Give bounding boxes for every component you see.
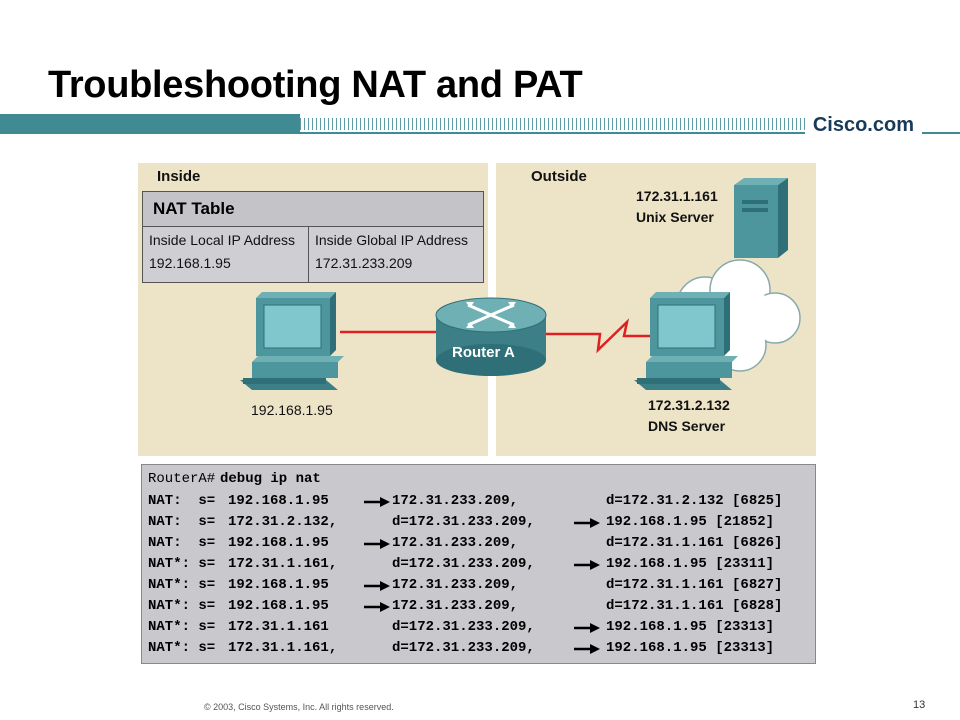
debug-line-destination: 192.168.1.95 [21852] [606,514,775,530]
debug-line-prefix: NAT: s= [148,535,224,551]
debug-line-destination: 192.168.1.95 [23311] [606,556,775,572]
copyright-footer: © 2003, Cisco Systems, Inc. All rights r… [204,702,394,712]
debug-arrow-icon [574,623,600,633]
debug-line-destination: d=172.31.2.132 [6825] [606,493,783,509]
debug-line-prefix: NAT: s= [148,493,224,509]
debug-line-source: 192.168.1.95 [228,577,329,593]
page-number: 13 [913,699,926,711]
debug-line-translated: d=172.31.233.209, [392,556,535,572]
debug-line-prefix: NAT*: s= [148,577,224,593]
debug-arrow-icon [574,644,600,654]
debug-line-prefix: NAT*: s= [148,598,224,614]
debug-output-panel: RouterA# debug ip nat NAT: s= 192.168.1.… [141,464,816,664]
debug-arrow-icon [364,539,390,549]
debug-line-translated: d=172.31.233.209, [392,619,535,635]
debug-line-source: 172.31.1.161, [228,640,338,656]
debug-arrow-icon [574,560,600,570]
debug-line-destination: d=172.31.1.161 [6827] [606,577,783,593]
pc-icon [240,292,344,390]
debug-line-source: 172.31.1.161 [228,619,329,635]
nat-table-title: NAT Table [153,199,235,218]
brand-logo: Cisco.com [804,114,922,137]
dns-server-icon [634,292,738,390]
router-icon [435,297,547,376]
router-label: Router A [452,344,515,361]
debug-line-source: 192.168.1.95 [228,598,329,614]
debug-line-prefix: NAT*: s= [148,640,224,656]
debug-line-source: 192.168.1.95 [228,535,329,551]
nat-col1-value: 192.168.1.95 [149,255,231,271]
header-bar [0,114,960,134]
debug-line-source: 172.31.1.161, [228,556,338,572]
unix-server-icon [734,178,788,258]
debug-line-translated: 172.31.233.209, [392,535,519,551]
debug-prompt: RouterA# [148,471,216,487]
pc-ip-label: 192.168.1.95 [251,402,333,418]
debug-line-source: 172.31.2.132, [228,514,338,530]
debug-arrow-icon [364,602,390,612]
debug-line-translated: 172.31.233.209, [392,493,519,509]
debug-line-prefix: NAT: s= [148,514,224,530]
debug-line-destination: d=172.31.1.161 [6826] [606,535,783,551]
debug-line-destination: d=172.31.1.161 [6828] [606,598,783,614]
debug-line-translated: d=172.31.233.209, [392,514,535,530]
debug-line-prefix: NAT*: s= [148,556,224,572]
nat-table: NAT Table Inside Local IP Address Inside… [142,191,484,283]
nat-col1-header: Inside Local IP Address [149,232,296,248]
unix-server-name: Unix Server [636,209,714,225]
debug-line-destination: 192.168.1.95 [23313] [606,640,775,656]
unix-server-ip: 172.31.1.161 [636,188,718,204]
nat-col2-value: 172.31.233.209 [315,255,413,271]
debug-arrow-icon [364,497,390,507]
slide-title: Troubleshooting NAT and PAT [48,64,583,106]
dns-server-ip: 172.31.2.132 [648,397,730,413]
inside-label: Inside [157,168,201,185]
debug-arrow-icon [574,518,600,528]
debug-line-source: 192.168.1.95 [228,493,329,509]
debug-command: debug ip nat [220,471,321,487]
dns-server-name: DNS Server [648,418,726,434]
debug-arrow-icon [364,581,390,591]
debug-line-prefix: NAT*: s= [148,619,224,635]
debug-line-translated: 172.31.233.209, [392,577,519,593]
outside-label: Outside [531,168,587,185]
nat-col2-header: Inside Global IP Address [315,232,469,248]
router-dns-serial-link [540,318,655,354]
debug-line-translated: 172.31.233.209, [392,598,519,614]
debug-line-translated: d=172.31.233.209, [392,640,535,656]
debug-line-destination: 192.168.1.95 [23313] [606,619,775,635]
